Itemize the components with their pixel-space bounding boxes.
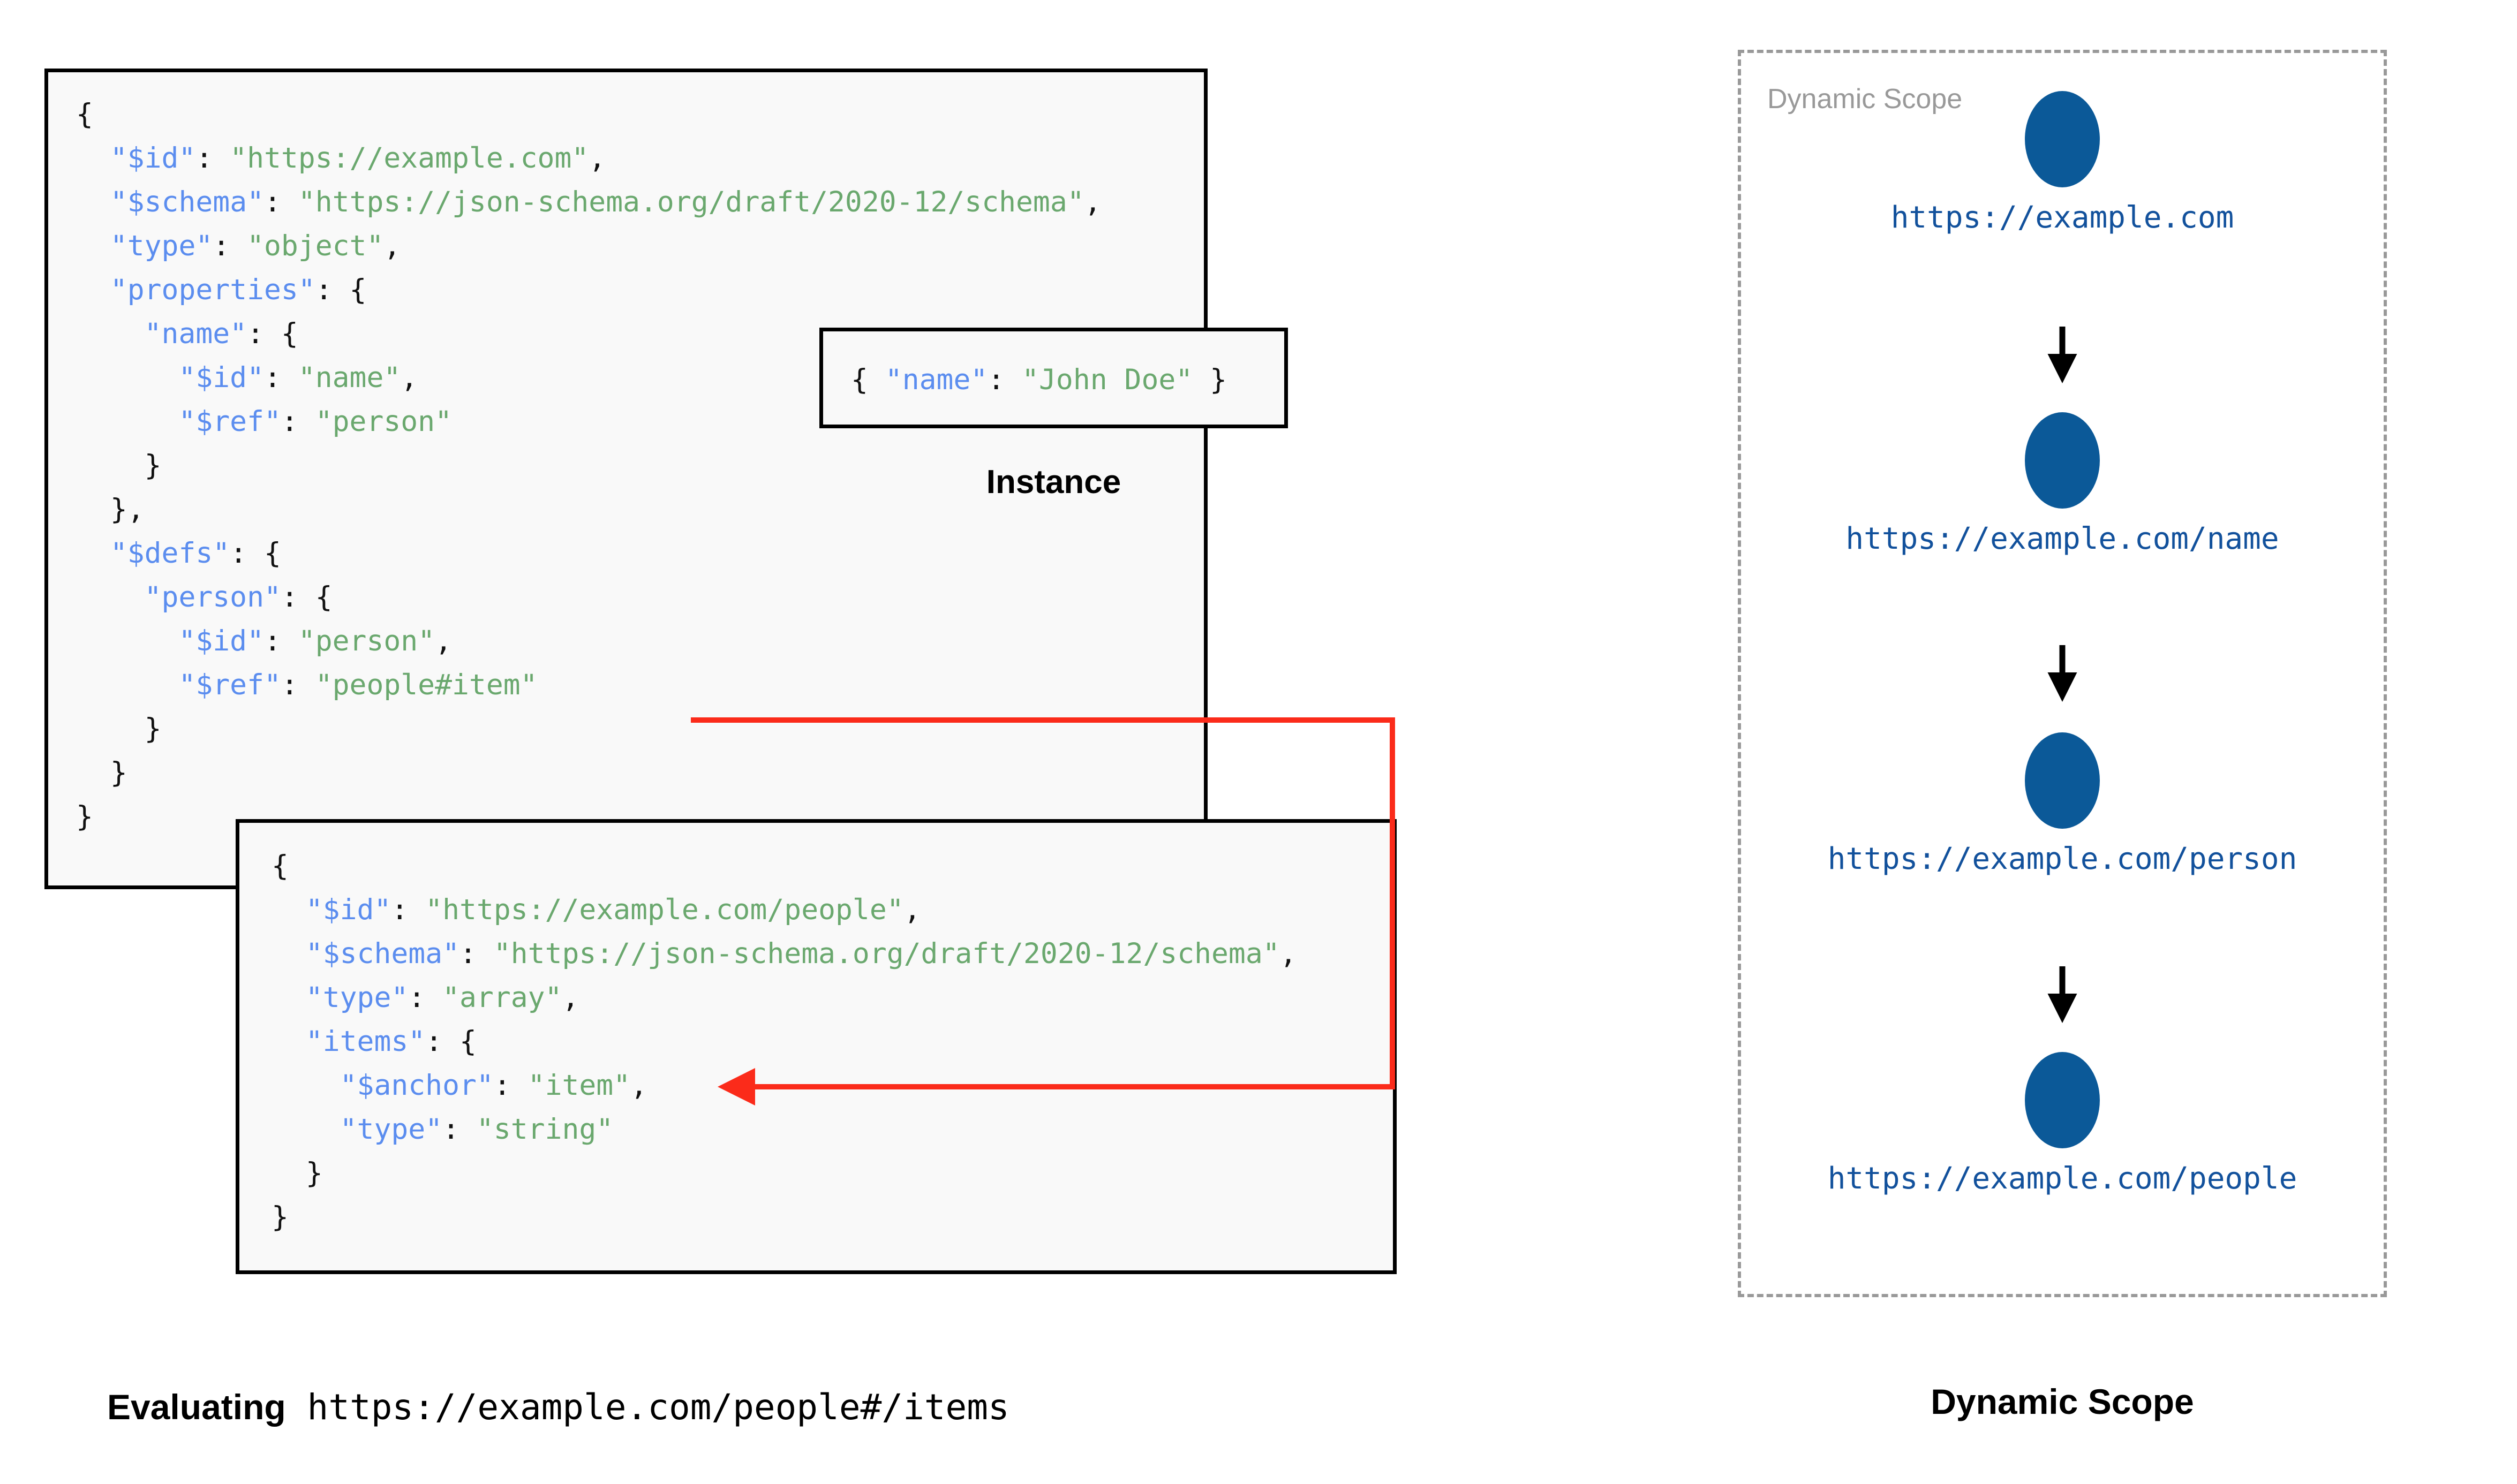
scope-node-3: https://example.com/people (1738, 1052, 2387, 1196)
scope-node-ellipse (2025, 732, 2100, 829)
scope-node-ellipse (2025, 412, 2100, 509)
scope-node-ellipse (2025, 91, 2100, 187)
people-schema-code: { "$id": "https://example.com/people", "… (272, 850, 1297, 1233)
evaluating-uri: https://example.com/people#/items (285, 1387, 1009, 1428)
dynamic-scope-caption: Dynamic Scope (1931, 1382, 2194, 1421)
scope-node-url: https://example.com/person (1827, 842, 2297, 876)
dynamic-scope-panel-label: Dynamic Scope (1767, 84, 1963, 115)
scope-node-ellipse (2025, 1052, 2100, 1148)
evaluating-label: Evaluating (107, 1387, 286, 1427)
evaluating-caption: Evaluating https://example.com/people#/i… (107, 1387, 1009, 1428)
scope-node-1: https://example.com/name (1738, 412, 2387, 556)
scope-node-url: https://example.com/people (1827, 1161, 2297, 1196)
scope-node-0: https://example.com (1738, 91, 2387, 235)
root-schema-box: { "$id": "https://example.com", "$schema… (44, 69, 1208, 889)
scope-node-url: https://example.com/name (1845, 521, 2279, 556)
people-schema-box: { "$id": "https://example.com/people", "… (236, 819, 1397, 1274)
scope-arrow-2 (2047, 966, 2077, 1023)
scope-node-url: https://example.com (1890, 200, 2234, 235)
scope-node-2: https://example.com/person (1738, 732, 2387, 876)
instance-box: { "name": "John Doe" } (819, 328, 1288, 428)
root-schema-code: { "$id": "https://example.com", "$schema… (76, 98, 1102, 833)
scope-arrow-1 (2047, 645, 2077, 702)
scope-arrow-0 (2047, 327, 2077, 383)
instance-code: { "name": "John Doe" } (851, 364, 1227, 396)
instance-label: Instance (986, 464, 1121, 501)
